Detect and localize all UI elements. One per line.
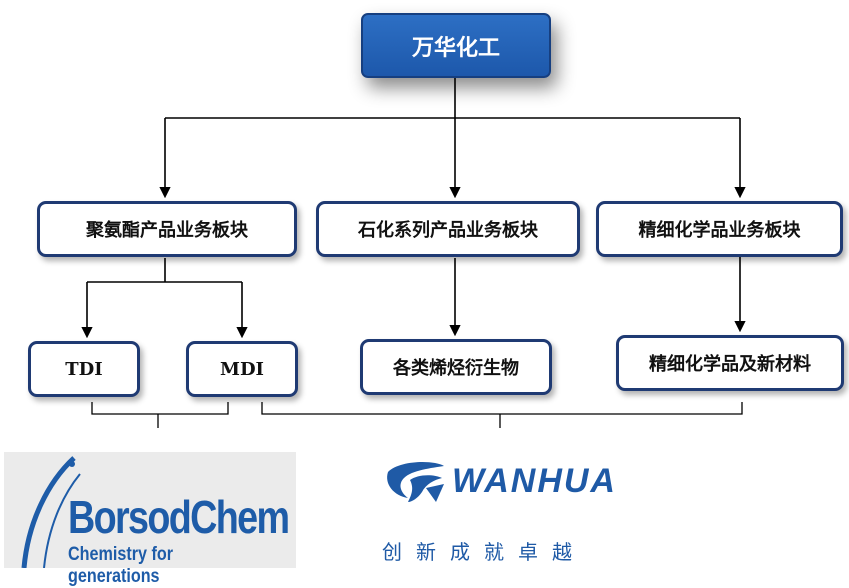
segment-petrochemical: 石化系列产品业务板块 (316, 201, 580, 257)
segment-fine-chemicals: 精细化学品业务板块 (596, 201, 843, 257)
product-label: 各类烯烃衍生物 (393, 358, 519, 379)
bracket-wanhua (261, 402, 743, 415)
segment-label: 精细化学品业务板块 (638, 220, 801, 241)
borsodchem-name: BorsodChem (68, 491, 290, 543)
wanhua-name: WANHUA (452, 462, 617, 500)
segment-label: 石化系列产品业务板块 (358, 220, 538, 241)
segment-label: 聚氨酯产品业务板块 (86, 220, 248, 241)
connector-lines (81, 78, 746, 428)
product-mdi: MDI (186, 341, 298, 397)
product-fine-chemicals-new-materials: 精细化学品及新材料 (616, 335, 844, 391)
borsodchem-arc-icon (21, 456, 81, 568)
segment-polyurethane: 聚氨酯产品业务板块 (37, 201, 297, 257)
product-tdi: TDI (28, 341, 140, 397)
wanhua-emblem-icon (387, 462, 444, 502)
product-label: 精细化学品及新材料 (649, 354, 811, 375)
bracket-borsodchem (91, 402, 229, 415)
wanhua-slogan: 创新成就卓越 (382, 540, 586, 564)
root-node-wanhua-chemical: 万华化工 (361, 13, 551, 78)
root-label: 万华化工 (411, 34, 500, 61)
product-label: MDI (220, 358, 264, 380)
product-olefin-derivatives: 各类烯烃衍生物 (360, 339, 552, 395)
borsodchem-logo: BorsodChem Chemistry for generations (4, 452, 296, 587)
product-label: TDI (65, 358, 103, 380)
borsodchem-tagline: Chemistry for generations (68, 544, 174, 587)
